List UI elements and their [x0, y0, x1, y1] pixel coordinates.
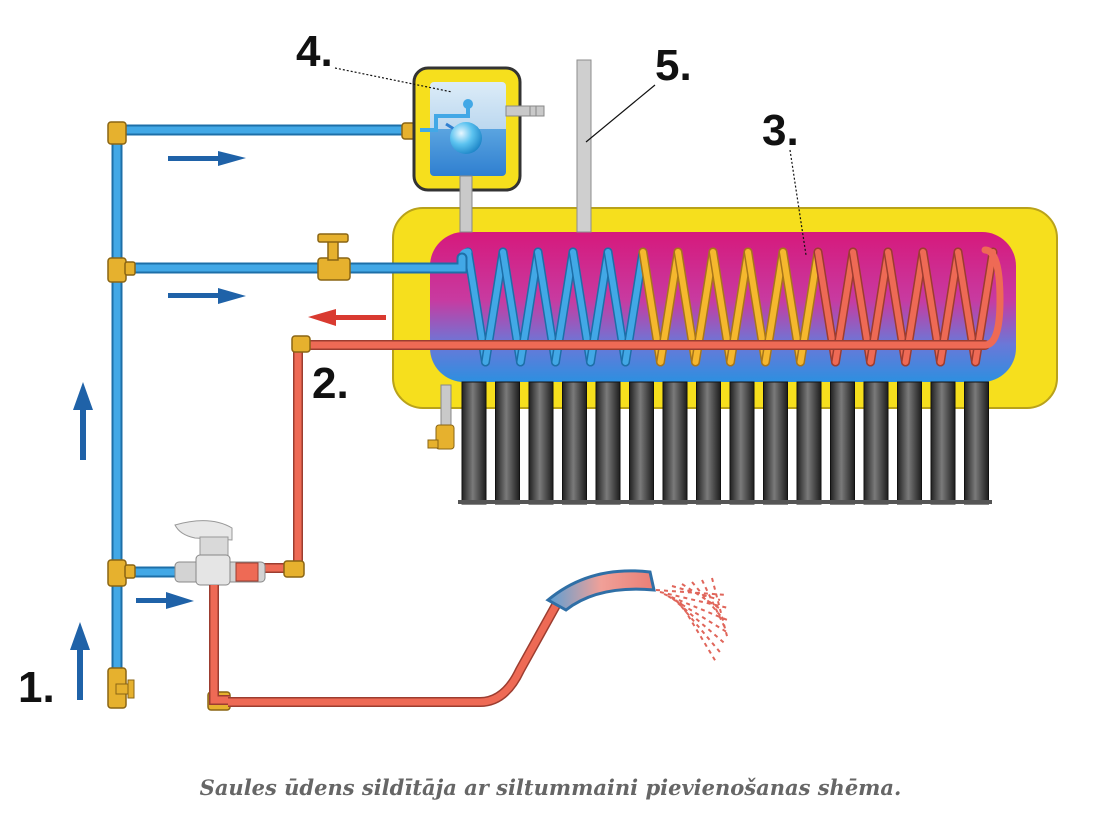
label-cold-inlet: 1.	[18, 663, 55, 712]
vacuum-tube	[763, 381, 788, 505]
shower-hose	[228, 595, 565, 707]
vacuum-tube	[461, 381, 487, 505]
vacuum-tube	[696, 381, 721, 505]
shower-head-icon	[545, 569, 656, 612]
vacuum-tube	[495, 381, 520, 505]
vacuum-tube	[796, 381, 822, 505]
label-hot-outlet: 2.	[312, 359, 349, 408]
float-valve-icon	[420, 99, 482, 154]
vacuum-tube	[863, 381, 889, 505]
brass-fittings	[107, 121, 421, 711]
drain-valve-icon	[115, 679, 135, 699]
label-heat-exchanger: 3.	[762, 106, 799, 155]
vacuum-tube	[964, 381, 989, 505]
flow-arrow-left-hot	[308, 309, 386, 326]
solar-heater-diagram: 4. 5. 3. 2. 1.	[18, 27, 1058, 712]
flow-arrow-right	[136, 592, 194, 609]
vacuum-tubes	[458, 381, 992, 505]
flow-arrow-right	[168, 151, 246, 166]
vacuum-tube	[830, 381, 855, 505]
diagram-caption: Saules ūdens sildītāja ar siltummaini pi…	[199, 775, 902, 800]
leader-lines	[334, 67, 807, 256]
flow-arrow-up	[70, 622, 90, 700]
vacuum-tube	[729, 381, 755, 505]
label-vent-pipe: 5.	[655, 41, 692, 90]
tank-drain-valve-icon	[427, 384, 455, 450]
vacuum-tube	[528, 381, 554, 505]
flow-arrow-up	[73, 382, 93, 460]
vacuum-tube	[662, 381, 688, 505]
vacuum-tube	[629, 381, 654, 505]
water-spray	[655, 577, 730, 663]
vacuum-tube	[897, 381, 922, 505]
vacuum-tube	[562, 381, 587, 505]
mixer-tap-icon	[174, 520, 266, 705]
vent-pipe	[576, 59, 592, 233]
flow-arrow-right	[168, 288, 246, 304]
gate-valve-icon	[317, 233, 351, 281]
vacuum-tube	[595, 381, 621, 505]
label-float-tank: 4.	[296, 27, 333, 76]
flow-arrows	[70, 151, 386, 700]
vacuum-tube	[930, 381, 956, 505]
